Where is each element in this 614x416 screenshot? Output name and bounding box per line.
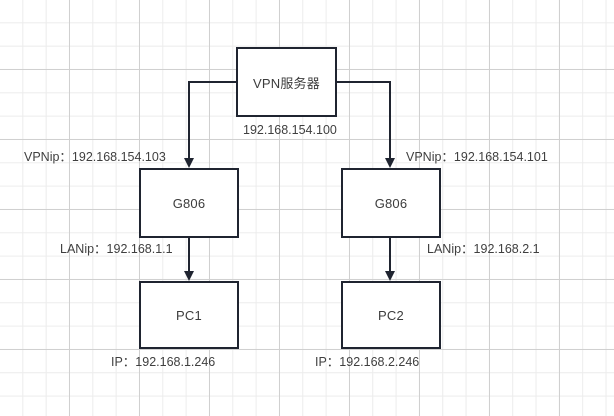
node-gateway-left-label: G806 — [172, 195, 206, 211]
label-pc1-ip: IP：192.168.1.246 — [111, 355, 216, 369]
node-gateway-right[interactable]: G806 — [341, 168, 441, 238]
node-gateway-left[interactable]: G806 — [139, 168, 239, 238]
edge-vpn-to-gateway-right-vertical — [389, 81, 391, 160]
arrow-vpn-to-gateway-left — [184, 158, 194, 168]
node-pc2[interactable]: PC2 — [341, 281, 441, 349]
label-gateway-right-lanip: LANip：192.168.2.1 — [427, 242, 540, 256]
node-gateway-right-label: G806 — [374, 195, 408, 211]
edge-vpn-to-gateway-left-horizontal — [188, 81, 238, 83]
arrow-gateway-left-to-pc1 — [184, 271, 194, 281]
node-pc1-label: PC1 — [176, 307, 202, 323]
label-pc2-ip: IP：192.168.2.246 — [315, 355, 420, 369]
node-pc2-label: PC2 — [378, 307, 404, 323]
node-vpn-server-label: VPN服务器 — [253, 75, 320, 91]
node-pc1[interactable]: PC1 — [139, 281, 239, 349]
label-gateway-left-lanip: LANip：192.168.1.1 — [60, 242, 173, 256]
arrow-gateway-right-to-pc2 — [385, 271, 395, 281]
label-gateway-left-vpnip: VPNip：192.168.154.103 — [24, 150, 166, 164]
arrow-vpn-to-gateway-right — [385, 158, 395, 168]
label-gateway-right-vpnip: VPNip：192.168.154.101 — [406, 150, 548, 164]
edge-vpn-to-gateway-left-vertical — [188, 81, 190, 160]
edge-gateway-right-to-pc2 — [389, 238, 391, 273]
edge-vpn-to-gateway-right-horizontal — [337, 81, 391, 83]
node-vpn-server[interactable]: VPN服务器 — [236, 47, 337, 117]
edge-gateway-left-to-pc1 — [188, 238, 190, 273]
label-vpn-server-ip: 192.168.154.100 — [243, 123, 337, 137]
